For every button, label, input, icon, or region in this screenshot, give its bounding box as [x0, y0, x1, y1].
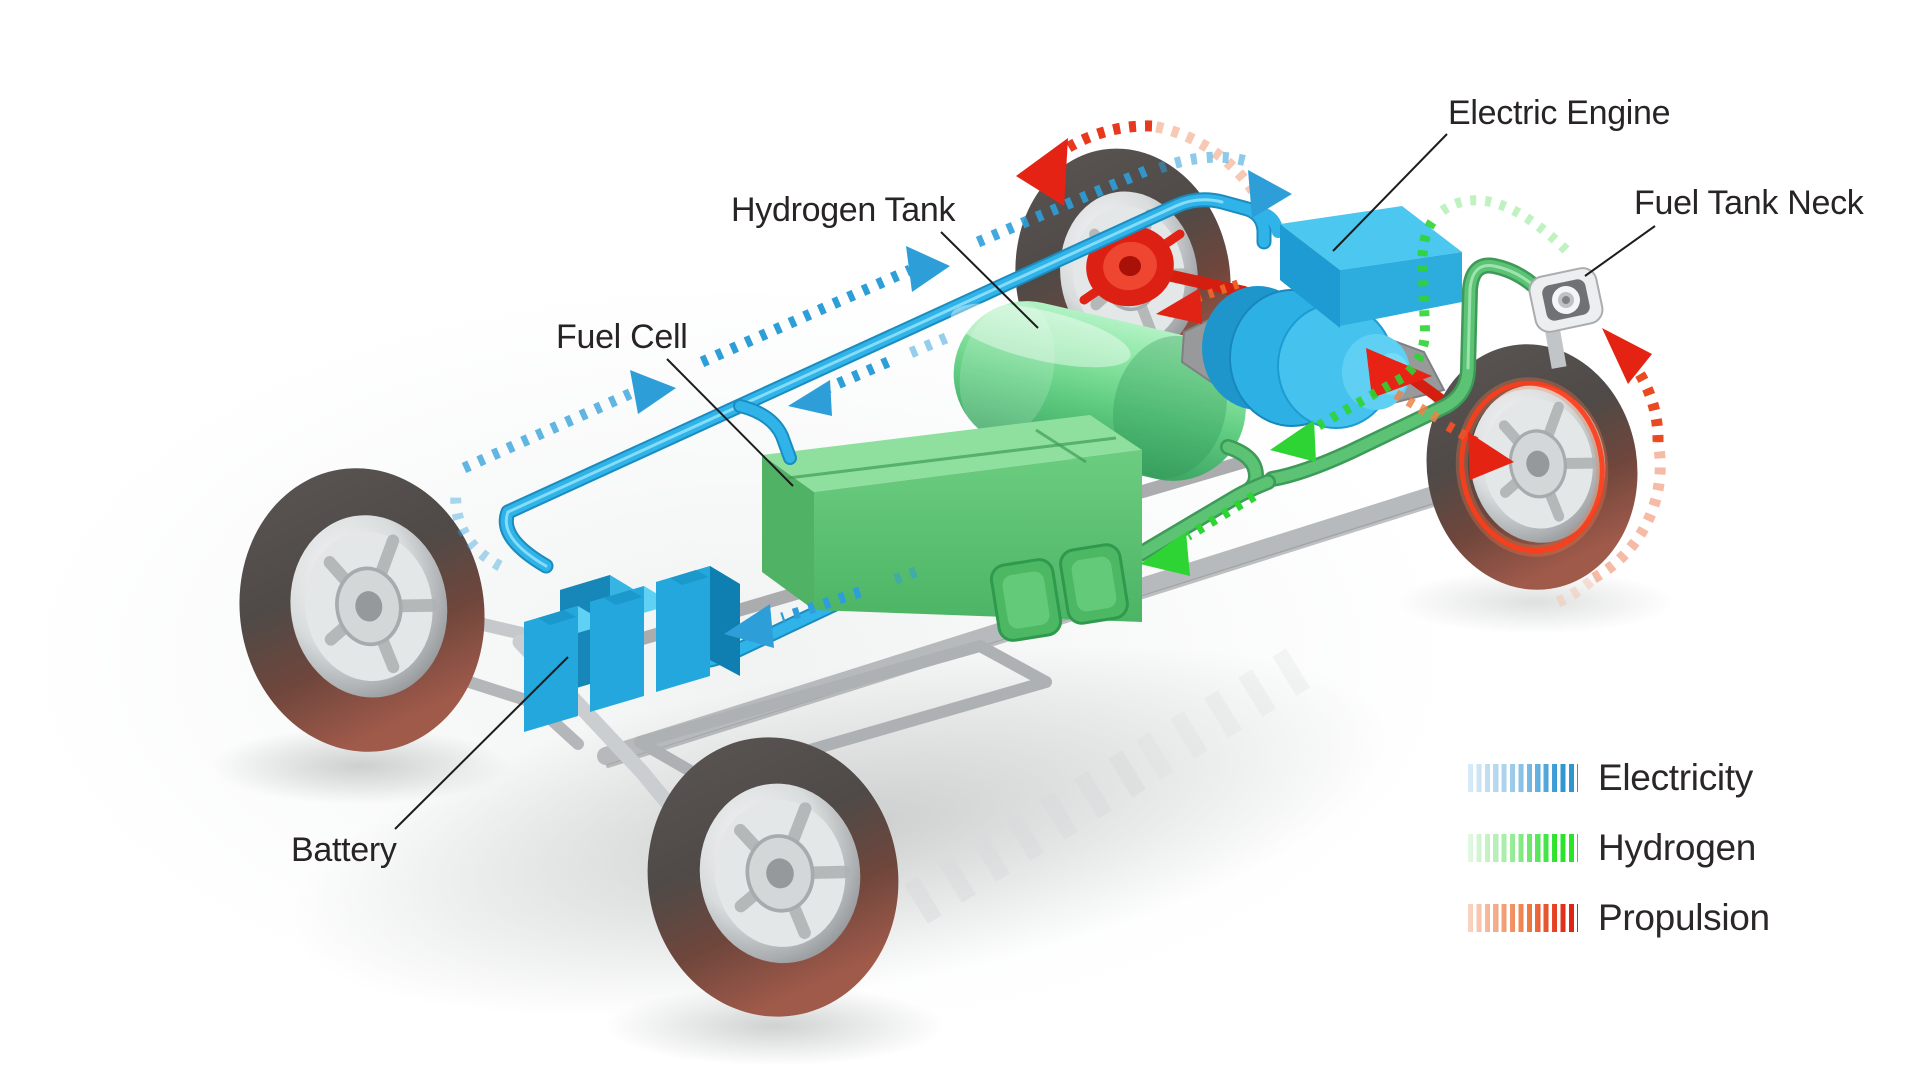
label-electric-engine: Electric Engine — [1448, 94, 1671, 132]
propulsion-arrowhead-rear-left — [1016, 138, 1068, 206]
wheel-rear-right — [1409, 329, 1655, 605]
hydrogen-flow-arrows — [1185, 195, 1570, 541]
leader-lines — [394, 133, 1656, 830]
legend-item-hydrogen: Hydrogen — [1468, 827, 1770, 868]
legend-label-propulsion: Propulsion — [1598, 897, 1770, 938]
leader-hydrogen-tank — [940, 231, 1039, 329]
legend-label-electricity: Electricity — [1598, 757, 1753, 798]
drive-axle-left — [1079, 225, 1250, 307]
leader-fuel-cell — [666, 358, 794, 487]
electricity-flow-arrowheads — [630, 170, 1292, 648]
fuel-cell — [762, 415, 1142, 642]
ghost-track — [903, 648, 1311, 924]
electricity-swatch-icon — [1468, 764, 1578, 792]
legend-item-propulsion: Propulsion — [1468, 897, 1770, 938]
propulsion-arrow-right-axle — [1393, 389, 1479, 447]
label-hydrogen-tank: Hydrogen Tank — [731, 191, 956, 229]
fuel-tank-neck — [1528, 267, 1604, 369]
electric-engine — [1202, 206, 1462, 429]
hydrogen-flow-arrowheads — [1140, 420, 1316, 576]
legend-item-electricity: Electricity — [1468, 757, 1770, 798]
label-battery: Battery — [291, 831, 397, 869]
propulsion-arc-rear-right — [1555, 364, 1666, 608]
electricity-flow-arrows — [450, 151, 1252, 624]
wheel-rear-right-glow-ring — [1455, 377, 1609, 557]
electricity-line-branch — [733, 399, 797, 465]
battery — [524, 566, 740, 732]
propulsion-arrowhead-right-axle — [1468, 432, 1514, 480]
leader-battery — [394, 656, 569, 830]
leader-electric-engine — [1332, 133, 1448, 252]
propulsion-arrowhead-rear-right — [1602, 328, 1652, 384]
legend-label-hydrogen: Hydrogen — [1598, 827, 1757, 868]
leader-fuel-tank-neck — [1584, 225, 1656, 277]
label-fuel-tank-neck: Fuel Tank Neck — [1634, 184, 1864, 222]
legend: Electricity Hydrogen Propulsion — [1468, 757, 1770, 972]
propulsion-swatch-icon — [1468, 904, 1578, 932]
label-fuel-cell: Fuel Cell — [556, 318, 688, 356]
hydrogen-line-supply — [1132, 439, 1276, 562]
hydrogen-swatch-icon — [1468, 834, 1578, 862]
propulsion-arrow-left-axle — [1156, 279, 1240, 324]
